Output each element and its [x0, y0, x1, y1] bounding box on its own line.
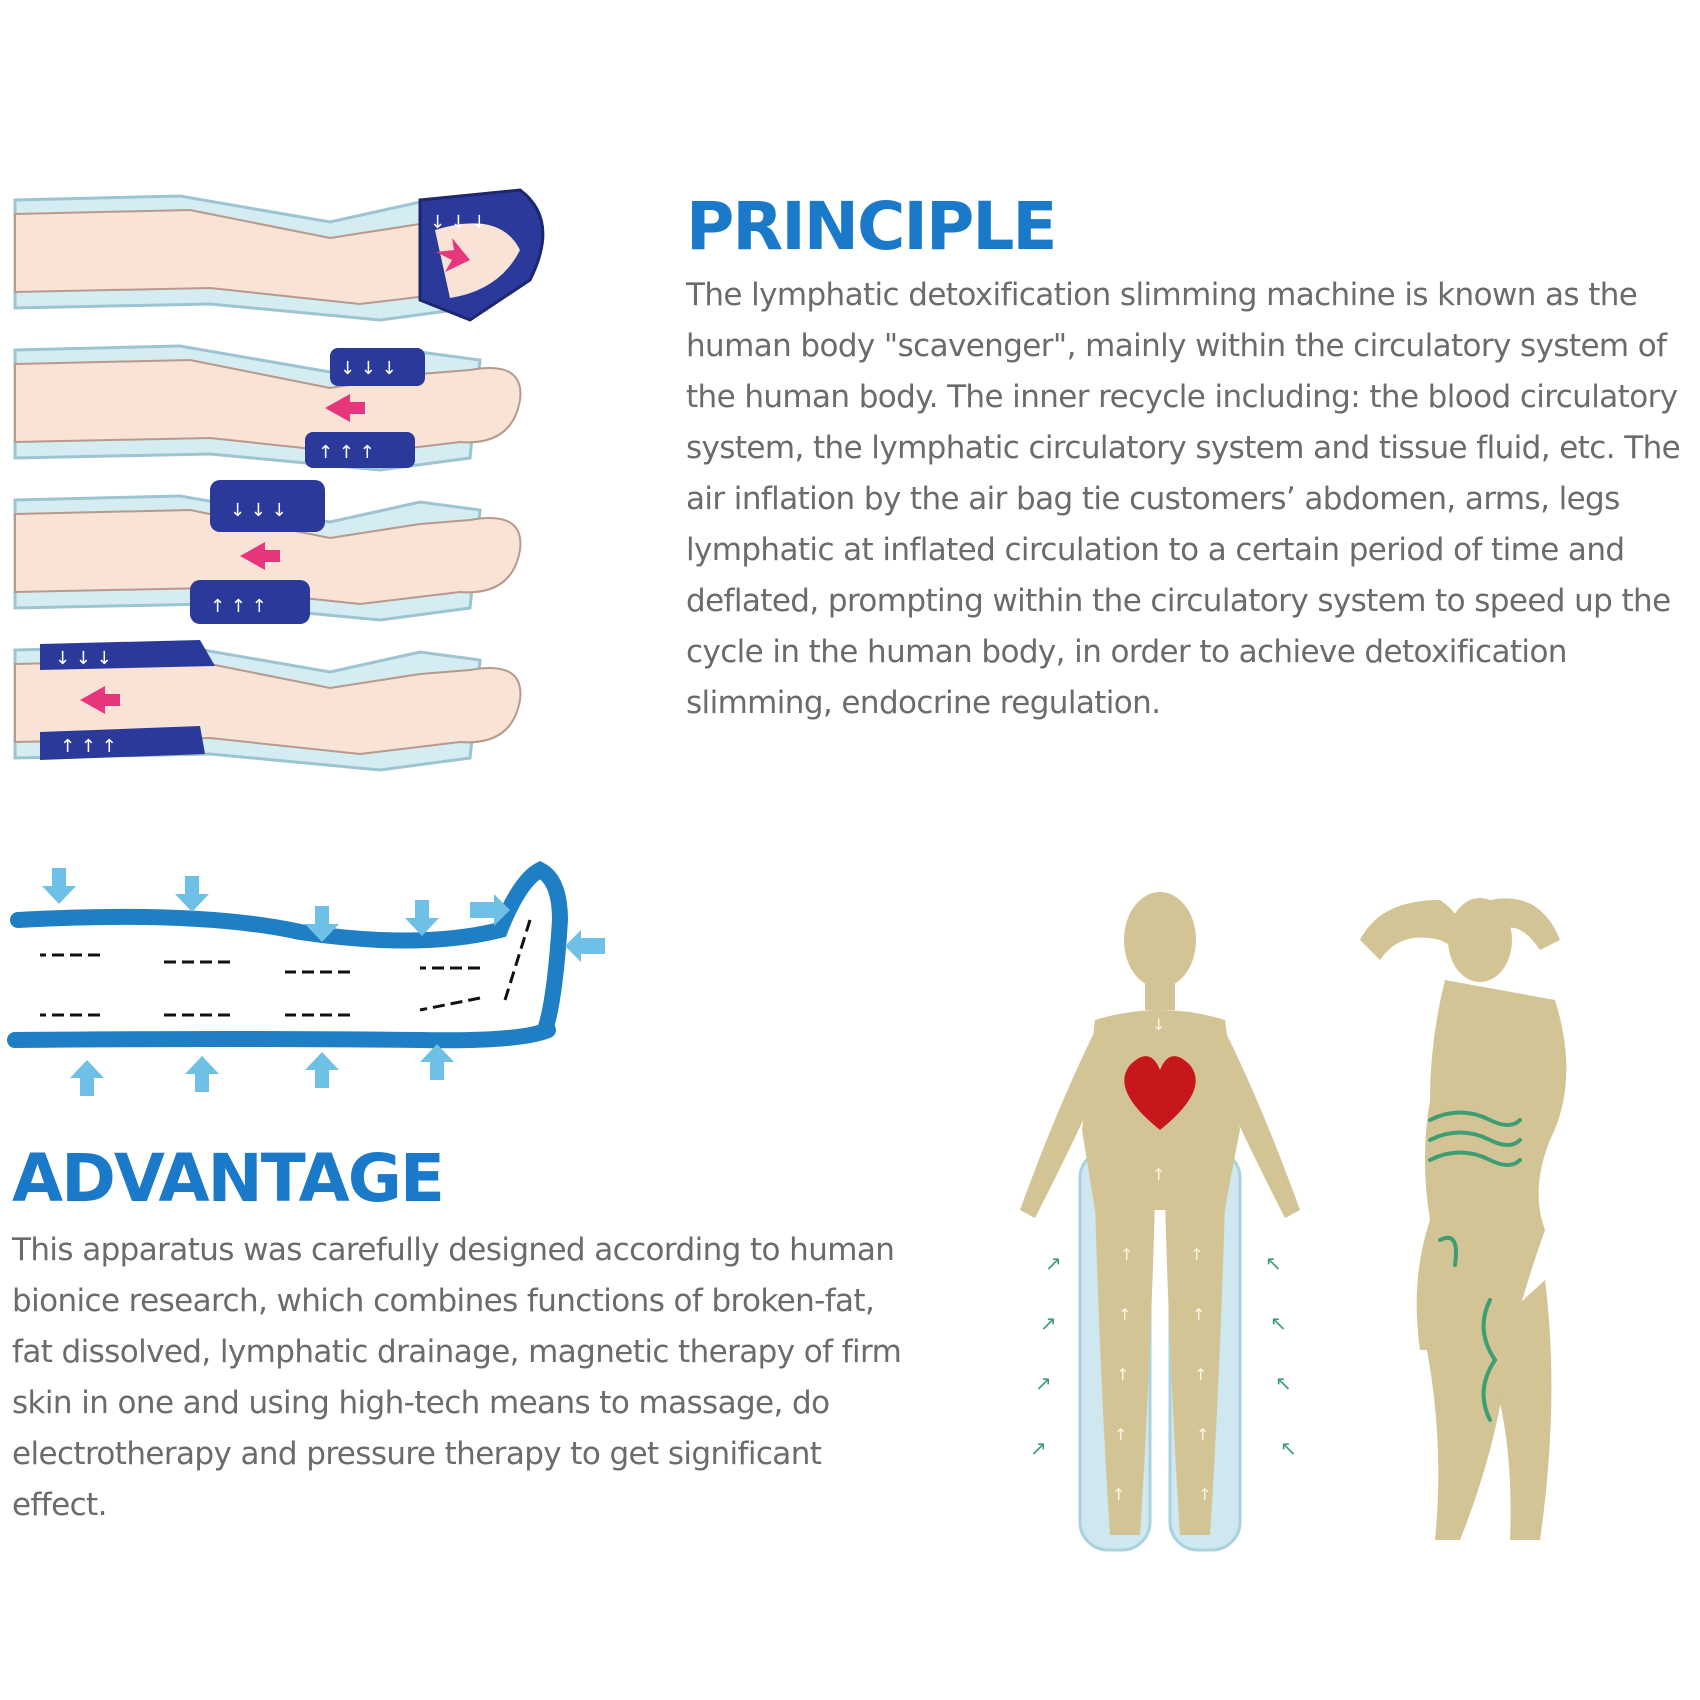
- svg-text:↗: ↗: [1035, 1371, 1052, 1395]
- heart-icon: [1124, 1056, 1196, 1130]
- svg-text:↓ ↓ ↓: ↓ ↓ ↓: [55, 648, 112, 669]
- svg-text:↑: ↑: [1190, 1245, 1203, 1264]
- svg-text:↑ ↑ ↑: ↑ ↑ ↑: [60, 736, 117, 757]
- svg-text:↓ ↓ ↓: ↓ ↓ ↓: [340, 358, 397, 379]
- pressure-flow-diagram: [7, 861, 605, 1096]
- svg-text:↑ ↑ ↑: ↑ ↑ ↑: [210, 596, 267, 617]
- svg-text:↑: ↑: [1114, 1425, 1127, 1444]
- svg-text:↑: ↑: [1196, 1425, 1209, 1444]
- svg-text:↗: ↗: [1040, 1311, 1057, 1335]
- svg-text:↑: ↑: [1198, 1485, 1211, 1504]
- svg-text:↓ ↓ ↓: ↓ ↓ ↓: [430, 212, 487, 233]
- svg-text:↑: ↑: [1152, 1165, 1165, 1184]
- female-silhouette: [1360, 898, 1567, 1540]
- svg-text:↑: ↑: [1192, 1305, 1205, 1324]
- principle-heading: PRINCIPLE: [686, 188, 1057, 265]
- svg-text:↑: ↑: [1194, 1365, 1207, 1384]
- svg-text:↗: ↗: [1030, 1436, 1047, 1460]
- svg-text:↖: ↖: [1275, 1371, 1292, 1395]
- human-lymph-figure: ↑ ↑ ↑ ↑ ↑ ↑ ↑ ↑ ↑ ↑ ↑ ↓ ↗ ↖ ↗ ↖ ↗ ↖ ↗ ↖: [1020, 892, 1300, 1552]
- svg-text:↑ ↑ ↑: ↑ ↑ ↑: [318, 442, 375, 463]
- svg-text:↑: ↑: [1112, 1485, 1125, 1504]
- svg-text:↓: ↓: [1152, 1015, 1165, 1034]
- svg-text:↖: ↖: [1265, 1251, 1282, 1275]
- svg-text:↑: ↑: [1116, 1365, 1129, 1384]
- svg-text:↖: ↖: [1270, 1311, 1287, 1335]
- svg-text:↓ ↓ ↓: ↓ ↓ ↓: [230, 500, 287, 521]
- advantage-heading: ADVANTAGE: [12, 1140, 445, 1217]
- leg-stage-3: ↓ ↓ ↓ ↑ ↑ ↑: [13, 480, 522, 624]
- svg-text:↗: ↗: [1045, 1251, 1062, 1275]
- principle-text: The lymphatic detoxification slimming ma…: [686, 277, 1681, 721]
- leg-stage-2: ↓ ↓ ↓ ↑ ↑ ↑: [13, 344, 522, 472]
- advantage-text: This apparatus was carefully designed ac…: [12, 1232, 902, 1523]
- svg-text:↑: ↑: [1120, 1245, 1133, 1264]
- leg-stage-1: ↓ ↓ ↓: [13, 188, 545, 322]
- svg-text:↑: ↑: [1118, 1305, 1131, 1324]
- leg-cuff-sequence: ↓ ↓ ↓ ↓ ↓ ↓ ↑ ↑ ↑ ↓ ↓ ↓ ↑ ↑ ↑ ↓ ↓ ↓ ↑ ↑ …: [13, 188, 545, 772]
- svg-text:↖: ↖: [1280, 1436, 1297, 1460]
- leg-stage-4: ↓ ↓ ↓ ↑ ↑ ↑: [13, 640, 522, 772]
